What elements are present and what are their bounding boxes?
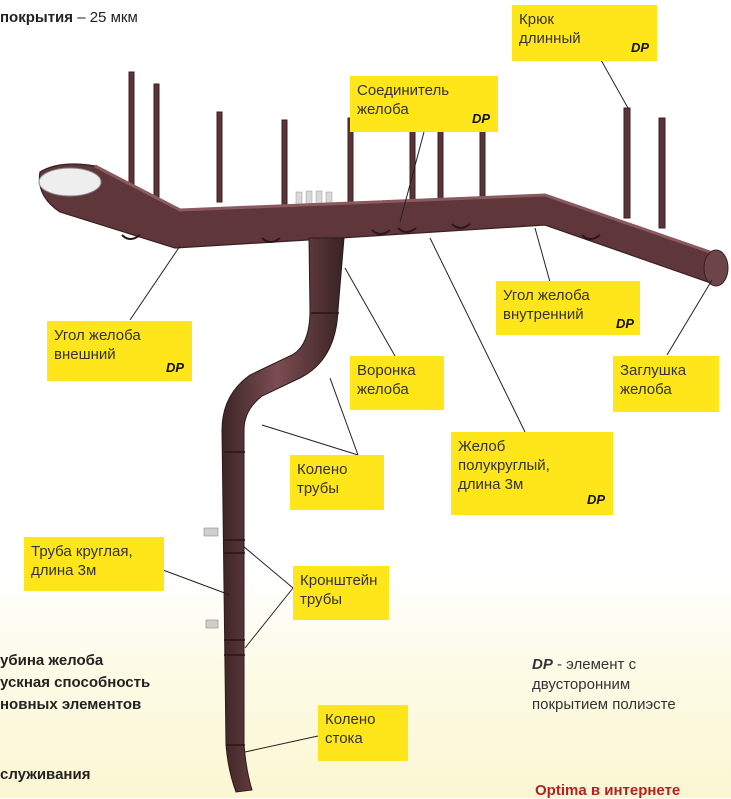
callout-connector-dp: DP bbox=[472, 109, 490, 128]
callout-bracket-label: Кронштейн трубы bbox=[300, 571, 382, 609]
callout-gutter-dp: DP bbox=[587, 490, 605, 509]
spec-elements: новных элементов bbox=[0, 695, 141, 714]
dp-note: DP - элемент с двусторонним покрытием по… bbox=[532, 655, 676, 715]
callout-funnel: Воронка желоба bbox=[350, 356, 444, 410]
online-link[interactable]: Optima в интернете bbox=[535, 782, 680, 799]
callout-corner-outer-dp: DP bbox=[166, 358, 184, 377]
spec-depth: убина желоба bbox=[0, 651, 103, 670]
callout-funnel-label: Воронка желоба bbox=[357, 361, 437, 399]
callout-pipe: Труба круглая, длина 3м bbox=[24, 537, 164, 591]
callout-connector: Соединитель желоба DP bbox=[350, 76, 498, 132]
coating-spec: покрытия – 25 мкм bbox=[0, 8, 138, 27]
coating-value: – 25 мкм bbox=[77, 9, 138, 26]
callout-gutter: Желоб полукруглый, длина 3м DP bbox=[451, 432, 613, 515]
callout-outlet-label: Колено стока bbox=[325, 710, 401, 748]
callout-corner-inner-dp: DP bbox=[616, 314, 634, 333]
callout-end-cap-label: Заглушка желоба bbox=[620, 361, 712, 399]
callout-pipe-label: Труба круглая, длина 3м bbox=[31, 542, 157, 580]
callout-elbow: Колено трубы bbox=[290, 455, 384, 510]
callout-corner-inner-label: Угол желоба внутренний bbox=[503, 286, 633, 324]
callout-gutter-label: Желоб полукруглый, длина 3м bbox=[458, 437, 606, 494]
dp-note-mark: DP bbox=[532, 656, 553, 673]
gutter-body bbox=[39, 164, 710, 282]
callout-connector-label: Соединитель желоба bbox=[357, 81, 491, 119]
dp-note-text: - элемент с двусторонним покрытием полиэ… bbox=[532, 656, 676, 713]
coating-label: покрытия bbox=[0, 9, 73, 26]
callout-corner-inner: Угол желоба внутренний DP bbox=[496, 281, 640, 335]
callout-hook-dp: DP bbox=[631, 38, 649, 57]
spec-service: служивания bbox=[0, 765, 90, 784]
spec-capacity: ускная способность bbox=[0, 673, 150, 692]
callout-hook: Крюк длинный DP bbox=[512, 5, 657, 61]
callout-end-cap: Заглушка желоба bbox=[613, 356, 719, 412]
callout-elbow-label: Колено трубы bbox=[297, 460, 377, 498]
callout-corner-outer: Угол желоба внешний DP bbox=[47, 321, 192, 381]
callout-outlet: Колено стока bbox=[318, 705, 408, 761]
callout-bracket: Кронштейн трубы bbox=[293, 566, 389, 620]
